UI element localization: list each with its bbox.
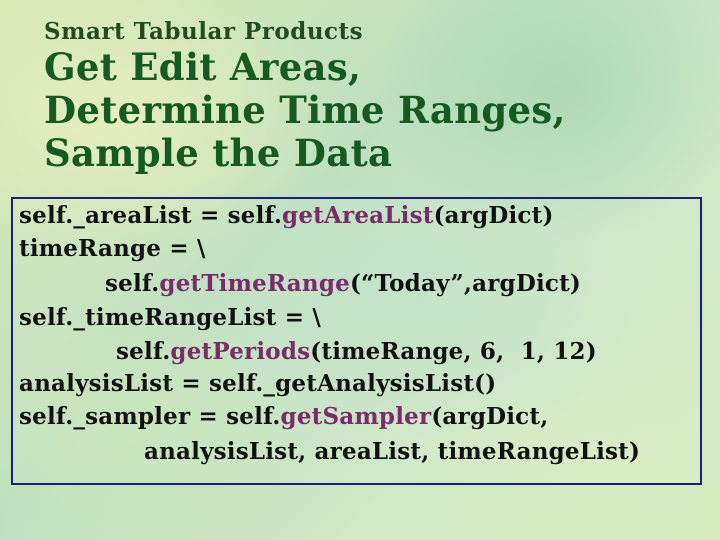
function-name: getSampler bbox=[280, 403, 432, 430]
code-text: analysisList = self._getAnalysisList() bbox=[19, 370, 497, 397]
title-line-1: Get Edit Areas, bbox=[44, 45, 362, 89]
code-text: analysisList, areaList, timeRangeList) bbox=[144, 438, 641, 465]
code-line-2: timeRange = \ bbox=[19, 234, 206, 264]
code-text: (timeRange, 6, 1, 12) bbox=[310, 338, 597, 365]
code-box bbox=[11, 197, 702, 485]
code-text: self. bbox=[116, 338, 171, 365]
code-line-3: self.getTimeRange(“Today”,argDict) bbox=[105, 269, 581, 299]
code-text: (argDict, bbox=[431, 403, 549, 430]
slide-subtitle: Smart Tabular Products bbox=[44, 18, 364, 45]
slide-title: Get Edit Areas, Determine Time Ranges, S… bbox=[44, 46, 566, 175]
code-text: self._areaList = self. bbox=[19, 202, 283, 229]
code-text: self._sampler = self. bbox=[19, 403, 281, 430]
code-line-6: analysisList = self._getAnalysisList() bbox=[19, 369, 496, 399]
code-line-1: self._areaList = self.getAreaList(argDic… bbox=[19, 201, 554, 231]
function-name: getTimeRange bbox=[159, 270, 350, 297]
code-line-8: analysisList, areaList, timeRangeList) bbox=[144, 437, 640, 467]
function-name: getAreaList bbox=[282, 202, 434, 229]
code-text: (argDict) bbox=[433, 202, 554, 229]
code-text: self. bbox=[105, 270, 160, 297]
function-name: getPeriods bbox=[170, 338, 311, 365]
code-line-4: self._timeRangeList = \ bbox=[19, 303, 321, 333]
code-text: (“Today”,argDict) bbox=[349, 270, 582, 297]
code-line-5: self.getPeriods(timeRange, 6, 1, 12) bbox=[116, 337, 597, 367]
title-line-3: Sample the Data bbox=[44, 131, 393, 175]
title-line-2: Determine Time Ranges, bbox=[44, 88, 566, 132]
code-text: self._timeRangeList = \ bbox=[19, 304, 321, 331]
code-text: timeRange = \ bbox=[19, 235, 206, 262]
code-line-7: self._sampler = self.getSampler(argDict, bbox=[19, 402, 548, 432]
